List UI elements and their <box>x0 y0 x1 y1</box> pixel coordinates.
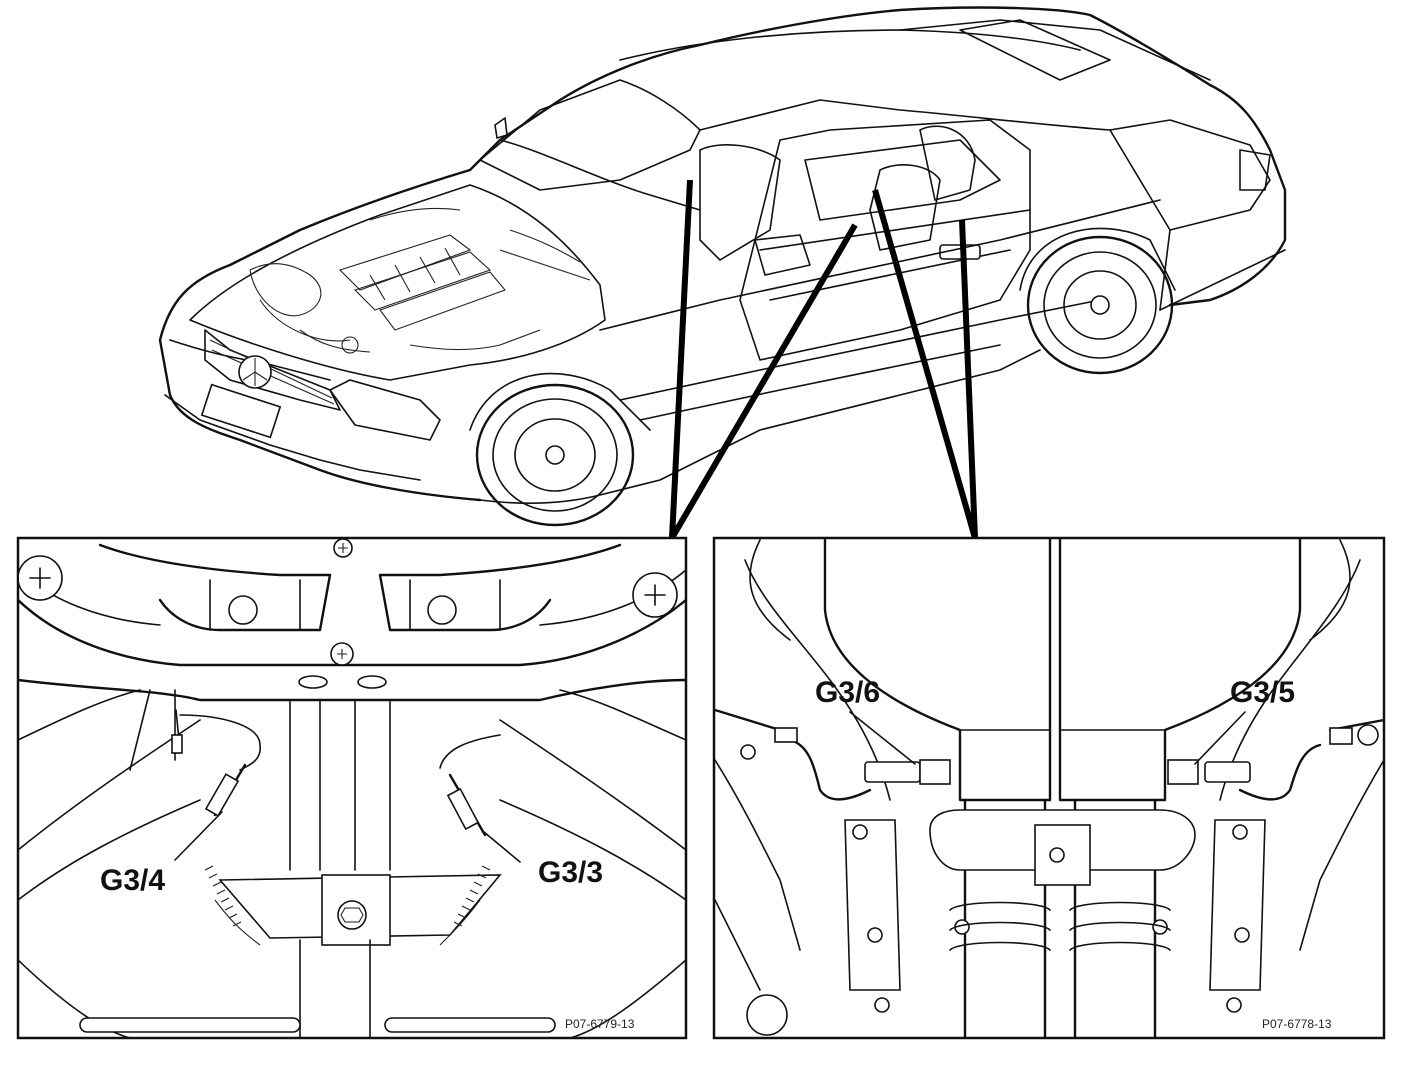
label-g3-5: G3/5 <box>1230 676 1295 709</box>
callout-leaders <box>669 179 978 540</box>
reference-code-right: P07-6778-13 <box>1262 1017 1332 1031</box>
reference-code-left: P07-6779-13 <box>565 1017 635 1031</box>
label-g3-4: G3/4 <box>100 864 165 897</box>
label-g3-6: G3/6 <box>815 676 880 709</box>
label-g3-3: G3/3 <box>538 856 603 889</box>
right-detail-panel: G3/6 G3/5 P07-6778-13 <box>712 536 1386 1040</box>
left-detail-panel: G3/4 G3/3 P07-6779-13 <box>16 536 688 1040</box>
car-illustration <box>158 6 1287 527</box>
